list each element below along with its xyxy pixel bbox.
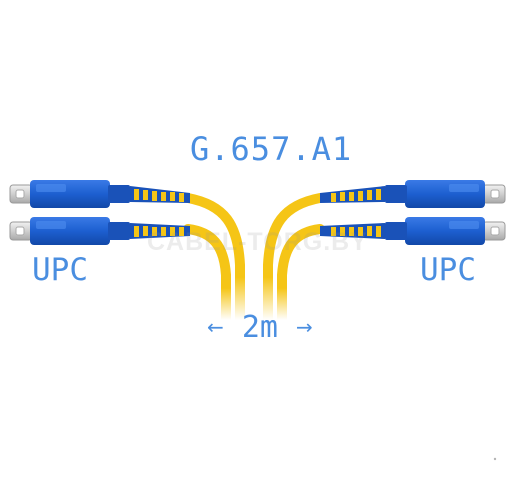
arrow-left-icon: ← [207, 315, 224, 339]
watermark: CABEL-TORG.BY [147, 228, 368, 256]
right-cable-pair [263, 193, 325, 325]
fiber-spec-label: G.657.A1 [190, 130, 353, 168]
left-cable-pair [183, 193, 245, 325]
right-polish-label: UPC [420, 252, 476, 288]
length-value: 2m [241, 310, 278, 345]
left-connector-top [9, 180, 190, 208]
right-connector-top [320, 180, 506, 208]
cable-length-label: ← 2m → [207, 313, 313, 343]
arrow-right-icon: → [296, 315, 313, 339]
speck [493, 457, 497, 461]
right-connector-bottom [320, 217, 506, 245]
left-polish-label: UPC [32, 252, 88, 288]
left-connector-bottom [9, 217, 190, 245]
